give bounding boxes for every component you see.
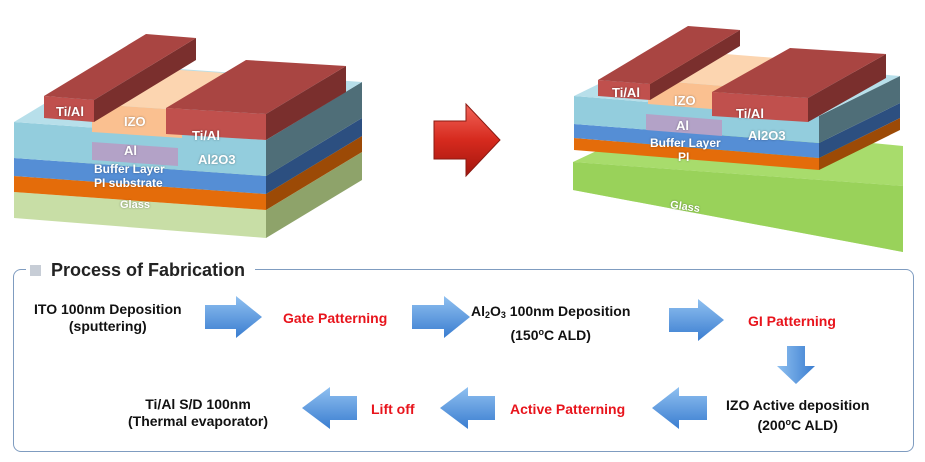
transition-arrow — [433, 102, 501, 178]
step-al2o3-deposition: Al2O3 100nm Deposition (150oC ALD) — [471, 303, 630, 344]
right-label-al: Al — [676, 118, 689, 133]
flow-arrow-5 — [440, 387, 495, 429]
left-label-pi: PI substrate — [94, 176, 163, 190]
flow-arrow-6 — [302, 387, 357, 429]
right-label-pi: PI — [678, 150, 690, 164]
flow-arrow-3 — [669, 299, 724, 341]
right-label-izo: IZO — [674, 93, 696, 108]
left-label-al: Al — [124, 143, 137, 158]
process-arrows — [205, 296, 815, 429]
step-gi-patterning: GI Patterning — [748, 313, 836, 329]
step-ito-line2: (sputtering) — [68, 318, 147, 334]
flow-arrow-down — [777, 346, 815, 384]
left-device-stack — [14, 34, 362, 238]
left-al-gate — [92, 142, 178, 166]
right-label-al2o3: Al2O3 — [748, 128, 786, 143]
left-tial-electrode-1 — [44, 34, 196, 122]
left-buffer-layer — [14, 118, 362, 194]
right-label-buffer: Buffer Layer — [650, 136, 721, 150]
left-label-izo: IZO — [124, 114, 146, 129]
step-al2o3-line2: (150oC ALD) — [510, 327, 591, 343]
left-label-glass: Glass — [120, 199, 150, 211]
left-label-al2o3: Al2O3 — [198, 152, 236, 167]
right-label-tial-1: Ti/Al — [612, 85, 640, 100]
process-panel — [13, 269, 914, 452]
flow-arrow-1 — [205, 296, 262, 338]
step-lift-off: Lift off — [371, 401, 415, 417]
step-ito-deposition: ITO 100nm Deposition (sputtering) — [34, 301, 182, 335]
step-tial-line2: (Thermal evaporator) — [128, 413, 269, 429]
right-buffer-layer — [574, 103, 900, 158]
right-al-gate — [646, 114, 722, 136]
right-device-stack — [573, 26, 903, 252]
step-tial-line1: Ti/Al S/D 100nm — [145, 396, 251, 412]
right-label-tial-2: Ti/Al — [736, 106, 764, 121]
process-title: Process of Fabrication — [51, 259, 246, 280]
right-pi-layer — [574, 118, 900, 170]
flow-arrow-2 — [412, 296, 470, 338]
step-izo-deposition: IZO Active deposition (200oC ALD) — [726, 397, 869, 434]
left-label-tial-1: Ti/Al — [56, 104, 84, 119]
step-ito-line1: ITO 100nm Deposition — [34, 301, 182, 317]
left-label-buffer: Buffer Layer — [94, 162, 165, 176]
step-gate-patterning: Gate Patterning — [283, 310, 388, 326]
step-tial-sd: Ti/Al S/D 100nm (Thermal evaporator) — [128, 396, 268, 430]
process-title-row: Process of Fabrication — [26, 258, 256, 282]
left-tial-electrode-2 — [166, 60, 346, 140]
step-izo-line2: (200oC ALD) — [757, 417, 838, 433]
right-tial-electrode-2 — [712, 48, 886, 122]
step-al2o3-line1: Al2O3 100nm Deposition — [471, 303, 631, 320]
title-bullet-icon — [30, 264, 41, 276]
step-active-patterning: Active Patterning — [510, 401, 626, 417]
step-izo-line1: IZO Active deposition — [726, 397, 870, 413]
left-label-tial-2: Ti/Al — [192, 128, 220, 143]
left-pi-layer — [14, 136, 362, 210]
right-tial-electrode-1 — [598, 26, 740, 100]
flow-arrow-4 — [652, 387, 707, 429]
